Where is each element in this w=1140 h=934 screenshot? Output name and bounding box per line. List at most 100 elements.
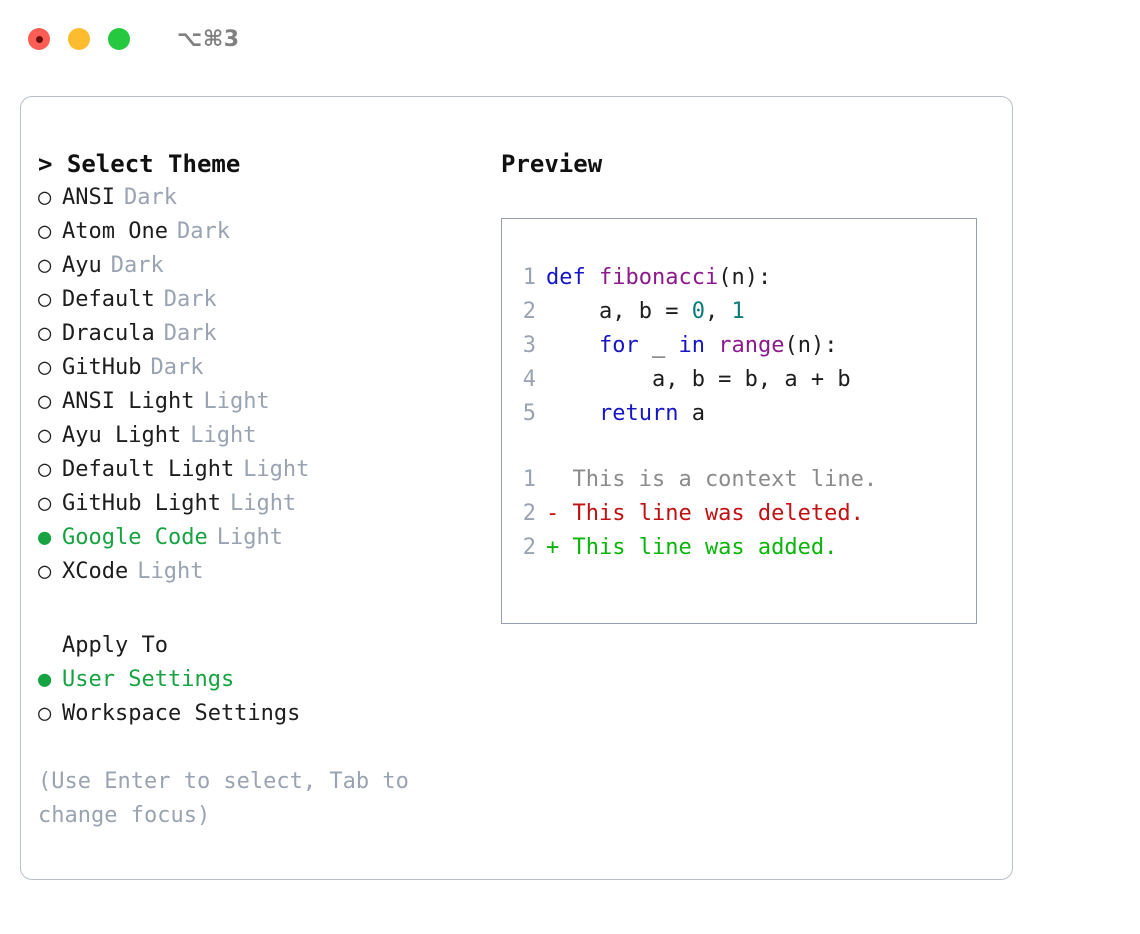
maximize-window-button[interactable]: [108, 28, 130, 50]
code-token-plain: [546, 401, 599, 426]
theme-option-tag: Dark: [150, 355, 204, 380]
apply-to-header: Apply To: [62, 633, 168, 658]
diff-line-content: This is a context line.: [546, 467, 878, 492]
select-theme-header: > Select Theme: [38, 150, 241, 178]
radio-unselected-icon: ○: [38, 185, 52, 210]
theme-option-dracula-dark[interactable]: ○ Dracula Dark: [38, 317, 478, 351]
diff-section-spacer: [502, 431, 976, 463]
theme-option-tag: Light: [137, 559, 204, 584]
line-number: 1: [522, 467, 536, 492]
theme-option-tag: Light: [229, 491, 297, 516]
theme-option-default-light[interactable]: ○ Default Light Light: [38, 453, 478, 487]
code-line-content: a, b = b, a + b: [546, 363, 851, 397]
code-line: 4 a, b = b, a + b: [502, 363, 976, 397]
apply-to-option-workspace-settings[interactable]: ○ Workspace Settings: [38, 697, 478, 731]
main-panel: > Select Theme ○ ANSI Dark ○ Atom One Da…: [20, 96, 1013, 880]
radio-unselected-icon: ○: [38, 559, 52, 584]
theme-option-github-dark[interactable]: ○ GitHub Dark: [38, 351, 478, 385]
code-token-plain: a, b =: [546, 299, 692, 324]
theme-option-default-dark[interactable]: ○ Default Dark: [38, 283, 478, 317]
code-token-keyword: return: [598, 401, 679, 426]
radio-unselected-icon: ○: [38, 389, 52, 414]
theme-option-tag: Light: [216, 525, 283, 550]
code-line: 2 a, b = 0, 1: [502, 295, 976, 329]
theme-option-label: GitHub Light: [62, 491, 221, 516]
apply-to-option-user-settings[interactable]: ● User Settings: [38, 663, 478, 697]
preview-header: Preview: [501, 150, 603, 178]
keyboard-shortcut-label: ⌥⌘3: [177, 26, 240, 52]
close-window-button[interactable]: [28, 28, 50, 50]
theme-option-label: ANSI Light: [62, 389, 195, 414]
theme-option-label: Ayu: [62, 253, 102, 278]
theme-option-tag: Dark: [163, 287, 217, 312]
line-number: 2: [522, 299, 536, 324]
theme-option-tag: Light: [203, 389, 270, 414]
list-spacer: [38, 589, 478, 629]
code-token-keyword: def: [546, 265, 599, 290]
code-token-function: range: [718, 333, 785, 358]
radio-unselected-icon: ○: [38, 219, 52, 244]
theme-option-label: Default Light: [62, 457, 235, 482]
theme-option-ayu-dark[interactable]: ○ Ayu Dark: [38, 249, 478, 283]
theme-option-ayu-light[interactable]: ○ Ayu Light Light: [38, 419, 478, 453]
theme-option-label: GitHub: [62, 355, 142, 380]
preview-column: Preview 1 def fibonacci(n): 2 a, b = 0, …: [501, 147, 991, 624]
minimize-window-button[interactable]: [68, 28, 90, 50]
theme-option-ansi-light[interactable]: ○ ANSI Light Light: [38, 385, 478, 419]
keyboard-hint-text: (Use Enter to select, Tab to change focu…: [38, 769, 409, 828]
code-token-number: 1: [731, 299, 745, 324]
code-line-content: def fibonacci(n):: [546, 261, 771, 295]
code-token-plain: (n):: [784, 333, 838, 358]
code-token-function: fibonacci: [598, 265, 719, 290]
theme-option-google-code-light[interactable]: ● Google Code Light: [38, 521, 478, 555]
theme-option-xcode-light[interactable]: ○ XCode Light: [38, 555, 478, 589]
code-token-plain: ,: [704, 299, 732, 324]
apply-to-header-row: ○ Apply To: [38, 629, 478, 663]
line-number: 4: [522, 367, 536, 392]
theme-option-atom-one-dark[interactable]: ○ Atom One Dark: [38, 215, 478, 249]
code-token-plain: (n):: [718, 265, 772, 290]
theme-option-github-light[interactable]: ○ GitHub Light Light: [38, 487, 478, 521]
diff-line-content: + This line was added.: [546, 535, 838, 560]
theme-option-label: Dracula: [62, 321, 155, 346]
code-preview-box: 1 def fibonacci(n): 2 a, b = 0, 1 3 for …: [501, 218, 977, 624]
radio-unselected-icon: ○: [38, 355, 52, 380]
line-number: 2: [522, 535, 536, 560]
code-token-keyword: in: [678, 333, 705, 358]
code-line: 5 return a: [502, 397, 976, 431]
theme-option-tag: Dark: [110, 253, 164, 278]
radio-unselected-icon: ○: [38, 491, 52, 516]
code-token-number: 0: [691, 299, 705, 324]
theme-option-tag: Light: [190, 423, 257, 448]
theme-option-label: ANSI: [62, 185, 115, 210]
title-bar: ⌥⌘3: [0, 0, 1140, 78]
line-number: 3: [522, 333, 536, 358]
code-line-content: for _ in range(n):: [546, 329, 837, 363]
theme-option-tag: Dark: [163, 321, 217, 346]
radio-selected-icon: ●: [38, 667, 52, 692]
code-line: 1 def fibonacci(n):: [502, 261, 976, 295]
theme-option-tag: Dark: [123, 185, 177, 210]
blank-marker-icon: ○: [38, 629, 62, 663]
traffic-lights: [28, 28, 130, 50]
line-number: 5: [522, 401, 536, 426]
code-token-plain: _: [638, 333, 679, 358]
radio-unselected-icon: ○: [38, 287, 52, 312]
diff-line-added: 2 + This line was added.: [502, 531, 976, 565]
apply-to-option-label: Workspace Settings: [62, 701, 301, 726]
radio-unselected-icon: ○: [38, 457, 52, 482]
radio-unselected-icon: ○: [38, 253, 52, 278]
code-token-keyword: for: [598, 333, 639, 358]
theme-option-label: Atom One: [62, 219, 168, 244]
theme-option-label: Default: [62, 287, 155, 312]
code-token-plain: [546, 333, 599, 358]
radio-unselected-icon: ○: [38, 321, 52, 346]
theme-picker-column: > Select Theme ○ ANSI Dark ○ Atom One Da…: [38, 147, 478, 833]
code-line-content: return a: [546, 397, 705, 431]
theme-option-ansi-dark[interactable]: ○ ANSI Dark: [38, 181, 478, 215]
code-token-plain: a, b = b, a + b: [546, 367, 851, 392]
code-token-plain: a: [678, 401, 705, 426]
apply-to-option-label: User Settings: [62, 667, 235, 692]
diff-line-deleted: 2 - This line was deleted.: [502, 497, 976, 531]
